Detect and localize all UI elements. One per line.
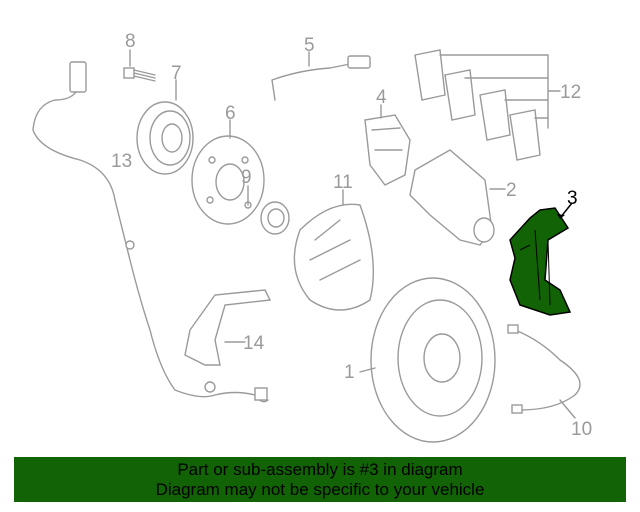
banner-line-1: Part or sub-assembly is #3 in diagram — [177, 460, 463, 479]
callout-1: 1 — [344, 362, 355, 383]
part-10-sensor[interactable] — [507, 324, 581, 419]
part-3-caliper-bracket[interactable] — [509, 202, 573, 316]
callout-9: 9 — [241, 167, 252, 188]
part-1-brake-rotor[interactable] — [359, 277, 496, 443]
part-6-hub[interactable] — [191, 119, 265, 225]
callout-12: 12 — [560, 82, 581, 103]
callout-8: 8 — [125, 31, 136, 52]
callout-3: 3 — [567, 188, 578, 209]
part-12-brake-pads[interactable] — [414, 49, 561, 161]
banner-line-2: Diagram may not be specific to your vehi… — [155, 480, 485, 499]
part-9-seal[interactable] — [247, 185, 290, 235]
part-5-wear-sensor[interactable] — [271, 51, 371, 101]
callout-11: 11 — [333, 172, 353, 193]
callout-5: 5 — [304, 35, 315, 56]
part-11-splash-shield[interactable] — [293, 189, 374, 311]
part-14-bracket[interactable] — [184, 289, 272, 366]
part-4-caliper[interactable] — [364, 104, 411, 186]
part-info-banner: Part or sub-assembly is #3 in diagram Di… — [14, 457, 626, 502]
callout-4: 4 — [376, 87, 387, 108]
callout-6: 6 — [225, 103, 236, 124]
part-13-sensor-cable[interactable] — [32, 61, 269, 403]
callout-2: 2 — [506, 180, 517, 201]
callout-10: 10 — [571, 419, 592, 440]
part-2-caliper-housing[interactable] — [409, 149, 506, 246]
part-8-bolt[interactable] — [123, 49, 156, 82]
callout-14: 14 — [243, 333, 265, 354]
callout-7: 7 — [171, 63, 182, 84]
callout-13: 13 — [111, 151, 132, 172]
part-7-hub-bearing[interactable] — [136, 79, 194, 175]
